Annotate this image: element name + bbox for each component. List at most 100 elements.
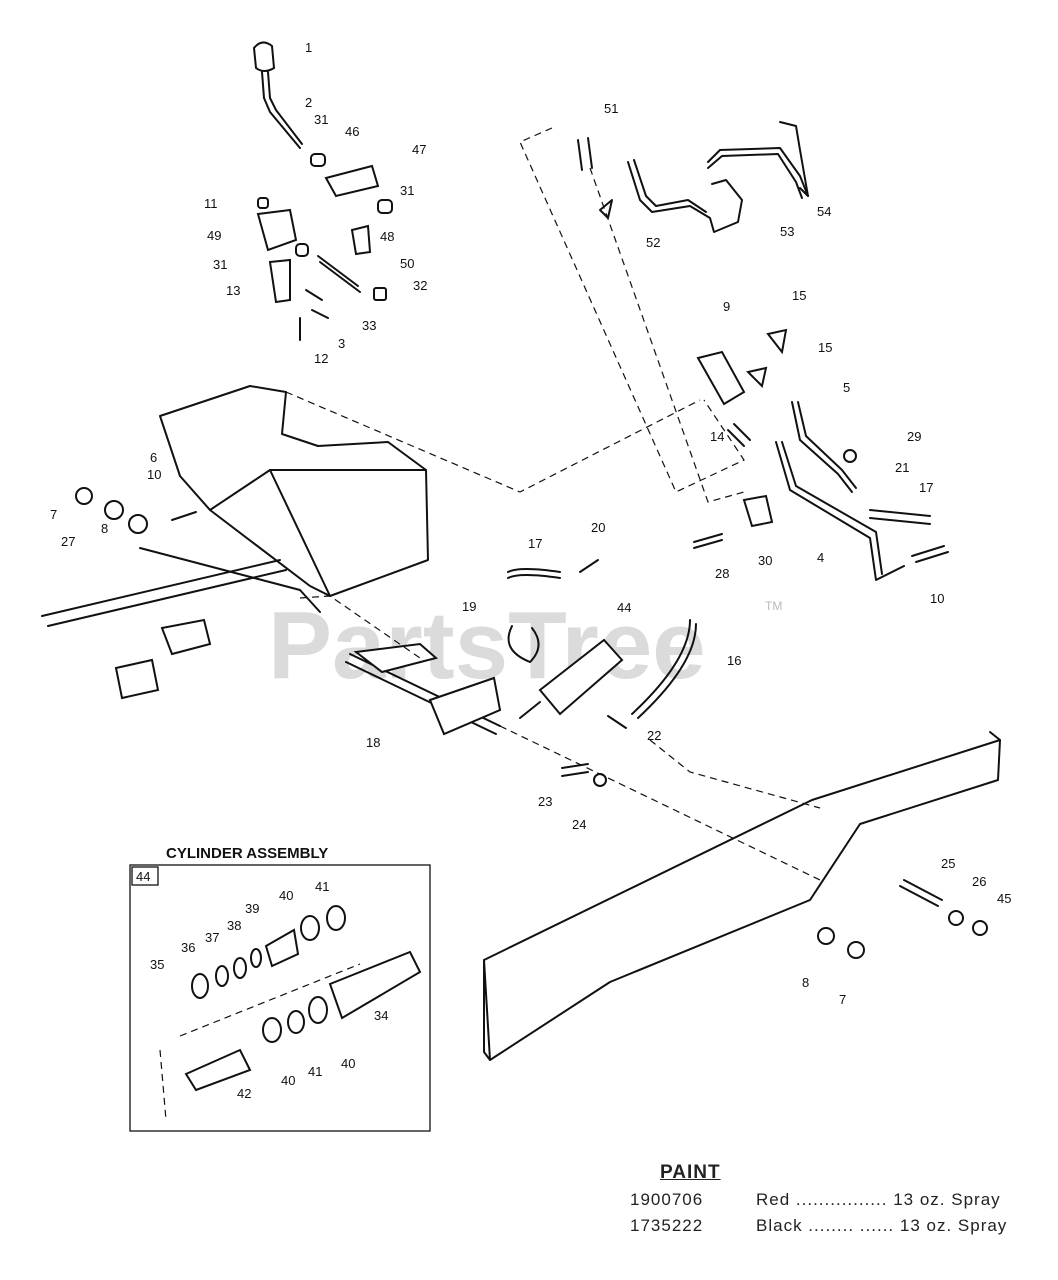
callout-40: 40 [341,1056,355,1071]
callout-19: 19 [462,599,476,614]
rod-part [317,255,359,287]
paint-row: 1735222 Black ........ ...... 13 oz. Spr… [630,1216,1030,1236]
frame-rail-part [41,559,287,627]
inset-ref-label: 44 [136,869,150,884]
pin-25-part [899,879,943,907]
callout-24: 24 [572,817,586,832]
callout-21: 21 [895,460,909,475]
pin-23-part [561,763,589,777]
clip-7-part [75,487,93,505]
handle-rod-part [261,71,301,149]
clip-24-part [593,773,607,787]
callout-17: 17 [919,480,933,495]
callout-8: 8 [802,975,809,990]
callout-47: 47 [412,142,426,157]
callout-31: 31 [213,257,227,272]
tube-4-part [775,441,905,581]
lift-arm-rear-part [428,676,502,736]
lift-shaft-group [299,559,821,881]
clip-7b-part [847,941,865,959]
hose-17b-part [507,568,561,579]
callout-49: 49 [207,228,221,243]
callout-20: 20 [591,520,605,535]
callout-14: 14 [710,429,724,444]
tube-5-part [791,401,857,493]
callout-33: 33 [362,318,376,333]
hydraulic-lines-group [519,121,949,581]
callout-26: 26 [972,874,986,889]
bracket-part [160,618,212,656]
cylinder-barrel-34-part [328,950,422,1020]
nut-45-part [972,920,988,936]
callout-7: 7 [50,507,57,522]
callout-51: 51 [604,101,618,116]
callout-30: 30 [758,553,772,568]
washer-27-part [104,500,124,520]
paint-table: PAINT 1900706 Red ................ 13 oz… [630,1162,1030,1236]
paint-description: Black ........ ...... 13 oz. Spray [756,1216,1008,1235]
inset-title: CYLINDER ASSEMBLY [166,845,328,862]
callout-28: 28 [715,566,729,581]
frame-pedestal-group [41,385,701,700]
callout-25: 25 [941,856,955,871]
callout-38: 38 [227,918,241,933]
hose-16-part [631,619,697,719]
callout-27: 27 [61,534,75,549]
callout-41: 41 [315,879,329,894]
valve-block-part [696,350,746,406]
snap-ring-19-part [507,625,540,663]
callout-36: 36 [181,940,195,955]
callout-7: 7 [839,992,846,1007]
callout-17: 17 [528,536,542,551]
hydraulic-tube-part [627,161,743,233]
paint-title: PAINT [660,1162,721,1183]
callout-34: 34 [374,1008,388,1023]
callout-44: 44 [617,600,631,615]
inset-frame [129,864,431,1132]
rear-frame-part [483,739,1001,1061]
callout-2: 2 [305,95,312,110]
callout-9: 9 [723,299,730,314]
callout-53: 53 [780,224,794,239]
callout-48: 48 [380,229,394,244]
callout-15: 15 [818,340,832,355]
rear-frame-group [483,731,1001,1061]
paint-part-number: 1900706 [630,1190,704,1209]
rod-42-part [184,1048,252,1092]
callout-32: 32 [413,278,427,293]
callout-18: 18 [366,735,380,750]
callout-40: 40 [279,888,293,903]
callout-42: 42 [237,1086,251,1101]
callout-50: 50 [400,256,414,271]
fitting-part [577,137,593,171]
paint-part-number: 1735222 [630,1216,704,1235]
callout-23: 23 [538,794,552,809]
callout-31: 31 [400,183,414,198]
paint-description: Red ................ 13 oz. Spray [756,1190,1001,1209]
callout-39: 39 [245,901,259,916]
callout-13: 13 [226,283,240,298]
callout-3: 3 [338,336,345,351]
bushing-8-part [128,514,148,534]
callout-1: 1 [305,40,312,55]
callout-54: 54 [817,204,831,219]
handle-grip-part [252,41,276,72]
hydraulic-cylinder-part [538,638,624,716]
callout-5: 5 [843,380,850,395]
watermark-tm: TM [765,599,782,613]
callout-31: 31 [314,112,328,127]
bushing-part [310,153,326,167]
link-part [268,258,291,304]
callout-35: 35 [150,957,164,972]
inset-ref-box [131,866,159,886]
paint-row: 1900706 Red ................ 13 oz. Spra… [630,1190,1030,1210]
plate-lower-part [114,658,160,700]
callout-10: 10 [930,591,944,606]
callout-52: 52 [646,235,660,250]
callout-29: 29 [907,429,921,444]
plate-part [256,208,298,252]
callout-4: 4 [817,550,824,565]
